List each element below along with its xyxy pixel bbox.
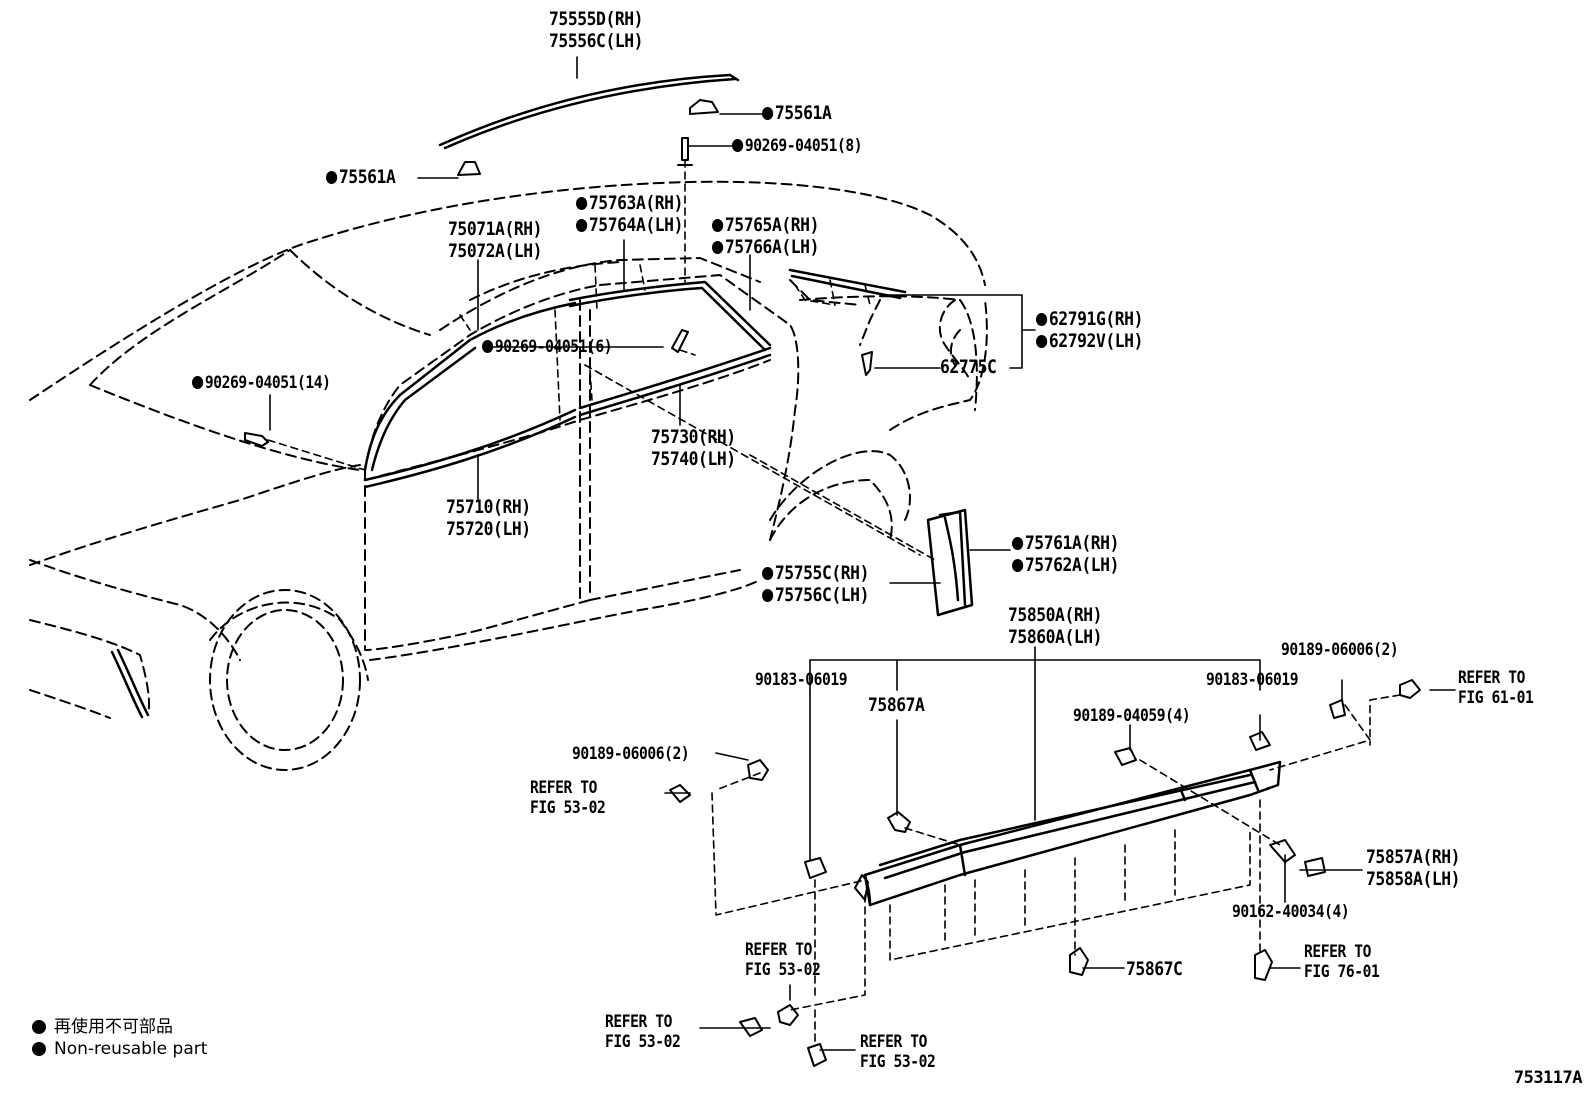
label-75561a-right: 75561A [762,102,832,124]
label-62791g: 62791G(RH) 62792V(LH) [1036,308,1143,352]
non-reusable-dot-icon [762,589,774,602]
non-reusable-dot-icon [32,1020,46,1034]
non-reusable-dot-icon [482,340,494,353]
non-reusable-dot-icon [1012,559,1024,572]
non-reusable-dot-icon [1012,537,1024,550]
rocker-panel [863,760,1282,907]
label-90269-8: 90269-04051(8) [732,136,863,156]
fasteners [244,99,1421,1067]
label-90183-left: 90183-06019 [755,670,848,690]
non-reusable-dot-icon [1036,313,1048,326]
non-reusable-dot-icon [192,376,204,389]
label-90162-40034: 90162-40034(4) [1232,902,1350,922]
label-62775c: 62775C [940,356,997,378]
label-75730: 75730(RH)75740(LH) [651,426,736,470]
label-75763a: 75763A(RH) 75764A(LH) [576,192,683,236]
dashed-leaders [267,159,1401,1046]
label-75755c: 75755C(RH) 75756C(LH) [762,562,869,606]
label-75761a: 75761A(RH) 75762A(LH) [1012,532,1119,576]
figure-code: 753117A [1513,1068,1583,1088]
legend-jp: 再使用不可部品 [32,1012,173,1037]
non-reusable-dot-icon [712,241,724,254]
label-90183-right: 90183-06019 [1206,670,1299,690]
non-reusable-dot-icon [576,219,588,232]
label-75857a: 75857A(RH)75858A(LH) [1366,846,1461,890]
label-75710: 75710(RH)75720(LH) [446,496,531,540]
label-75765a: 75765A(RH) 75766A(LH) [712,214,819,258]
label-75867c: 75867C [1126,958,1183,980]
non-reusable-dot-icon [1036,335,1048,348]
label-75555d: 75555D(RH)75556C(LH) [549,8,644,52]
non-reusable-dot-icon [712,219,724,232]
label-75850a: 75850A(RH)75860A(LH) [1008,604,1103,648]
leader-lines [269,56,1456,1051]
label-75071a: 75071A(RH)75072A(LH) [448,218,543,262]
label-90269-14: 90269-04051(14) [192,373,331,393]
label-90189-06006-left: 90189-06006(2) [572,744,690,764]
non-reusable-dot-icon [732,139,744,152]
non-reusable-dot-icon [32,1042,46,1056]
label-75867a: 75867A [868,694,925,716]
non-reusable-dot-icon [762,107,774,120]
label-90189-06006-top: 90189-06006(2) [1281,640,1399,660]
non-reusable-dot-icon [762,567,774,580]
non-reusable-dot-icon [326,171,338,184]
moldings-solid [110,73,907,719]
label-90269-6: 90269-04051(6) [482,337,613,357]
car-body-outline [29,180,988,771]
legend-en: Non-reusable part [32,1039,207,1059]
non-reusable-dot-icon [576,197,588,210]
label-90189-04059: 90189-04059(4) [1073,706,1191,726]
label-75561a-left: 75561A [326,166,396,188]
pillar-garnish [926,508,974,617]
